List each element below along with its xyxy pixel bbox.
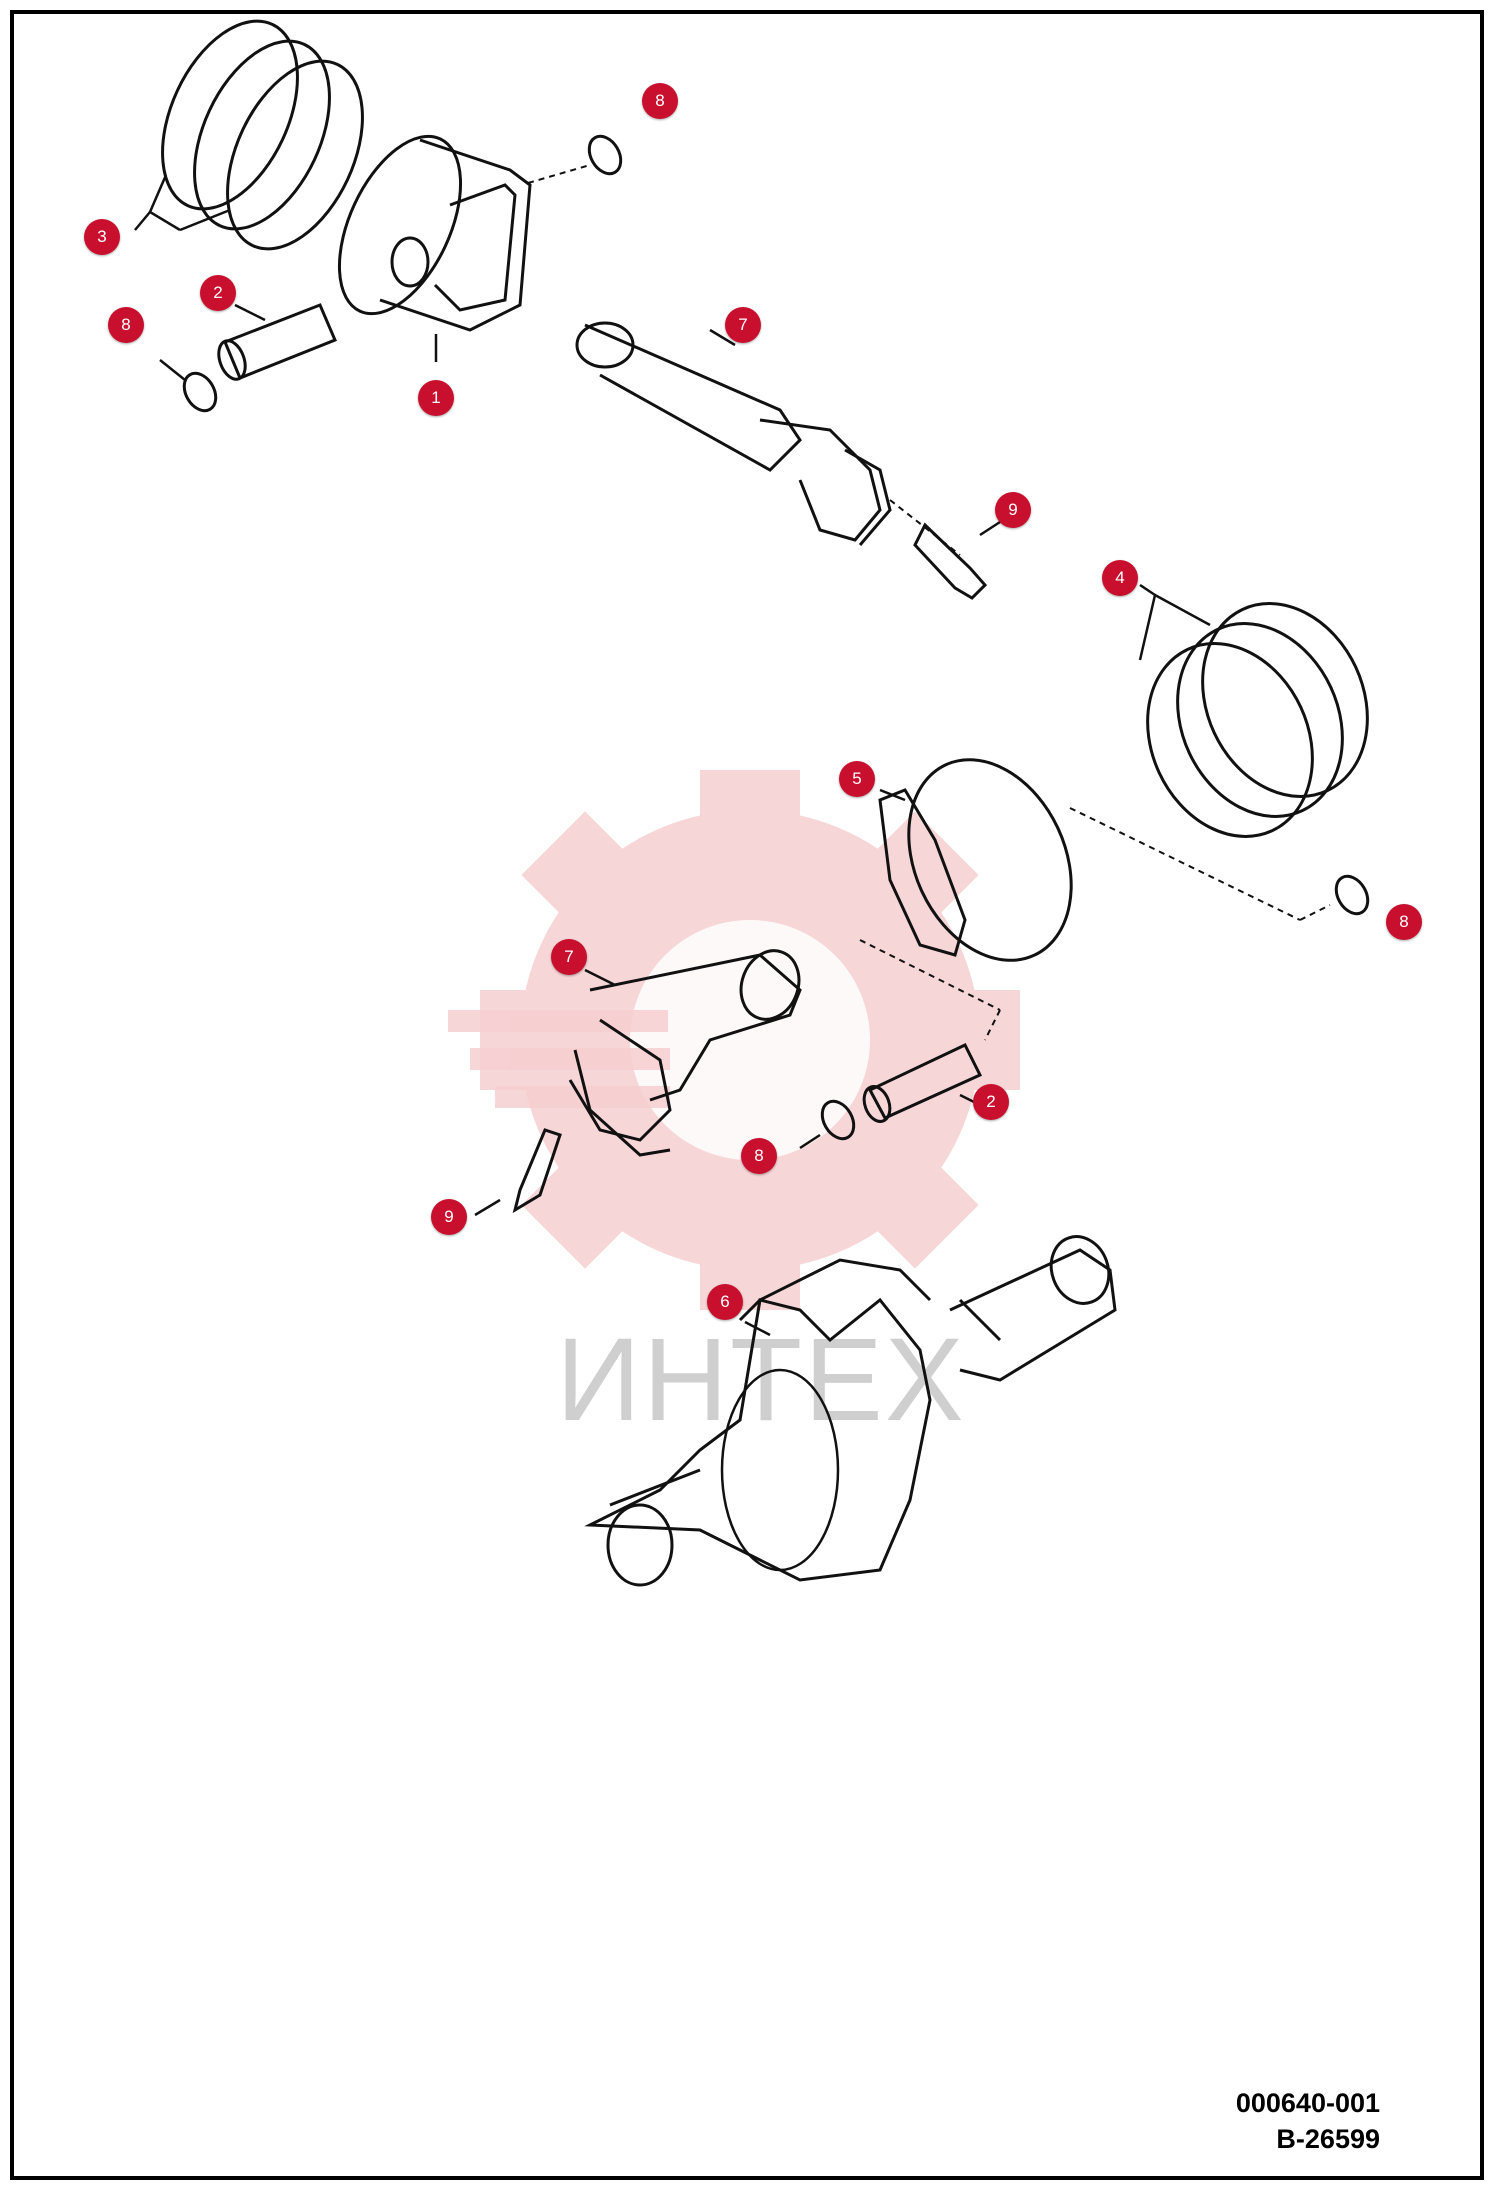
part-number-code: 000640-001 [1235, 2088, 1380, 2118]
callout-5-piston-right: 5 [839, 761, 875, 797]
callout-8-snap-ring-top: 8 [642, 83, 678, 119]
callout-8-snap-ring-left: 8 [108, 307, 144, 343]
callout-9-rod-bolt-lower: 9 [431, 1199, 467, 1235]
piston-rings-upper [134, 19, 364, 251]
callout-8-snap-ring-right: 8 [1386, 904, 1422, 940]
crankshaft [584, 1235, 1117, 1587]
rod-bolt-lower [474, 1128, 562, 1217]
callout-2-piston-pin-lower: 2 [973, 1084, 1009, 1120]
callout-2-piston-pin: 2 [200, 275, 236, 311]
drawing-frame [10, 10, 1484, 2180]
drawing-number-code: B-26599 [1276, 2124, 1380, 2154]
piston-right [878, 758, 1073, 962]
piston-pin-lower [862, 1043, 983, 1123]
snap-ring-lower [820, 1099, 856, 1141]
connecting-rod-upper [575, 321, 892, 546]
callout-9-rod-bolt-top: 9 [995, 492, 1031, 528]
piston-rings-right [1138, 583, 1369, 838]
snap-ring-top [587, 134, 623, 176]
connecting-rod-lower [568, 949, 802, 1157]
piston-upper [337, 134, 532, 362]
rod-bolt-upper [889, 499, 1001, 600]
snap-ring-left [182, 371, 218, 413]
callout-1-piston: 1 [418, 380, 454, 416]
callout-8-snap-ring-lower: 8 [741, 1138, 777, 1174]
snap-ring-right [1334, 874, 1370, 916]
callout-3-piston-rings: 3 [84, 219, 120, 255]
watermark-text: ИНТЕХ [556, 1314, 966, 1446]
callout-6-crankshaft: 6 [707, 1284, 743, 1320]
callout-7-connecting-rod-lower: 7 [551, 939, 587, 975]
callout-7-connecting-rod-top: 7 [725, 307, 761, 343]
piston-pin-upper [217, 303, 337, 381]
callout-4-piston-rings-right: 4 [1102, 560, 1138, 596]
